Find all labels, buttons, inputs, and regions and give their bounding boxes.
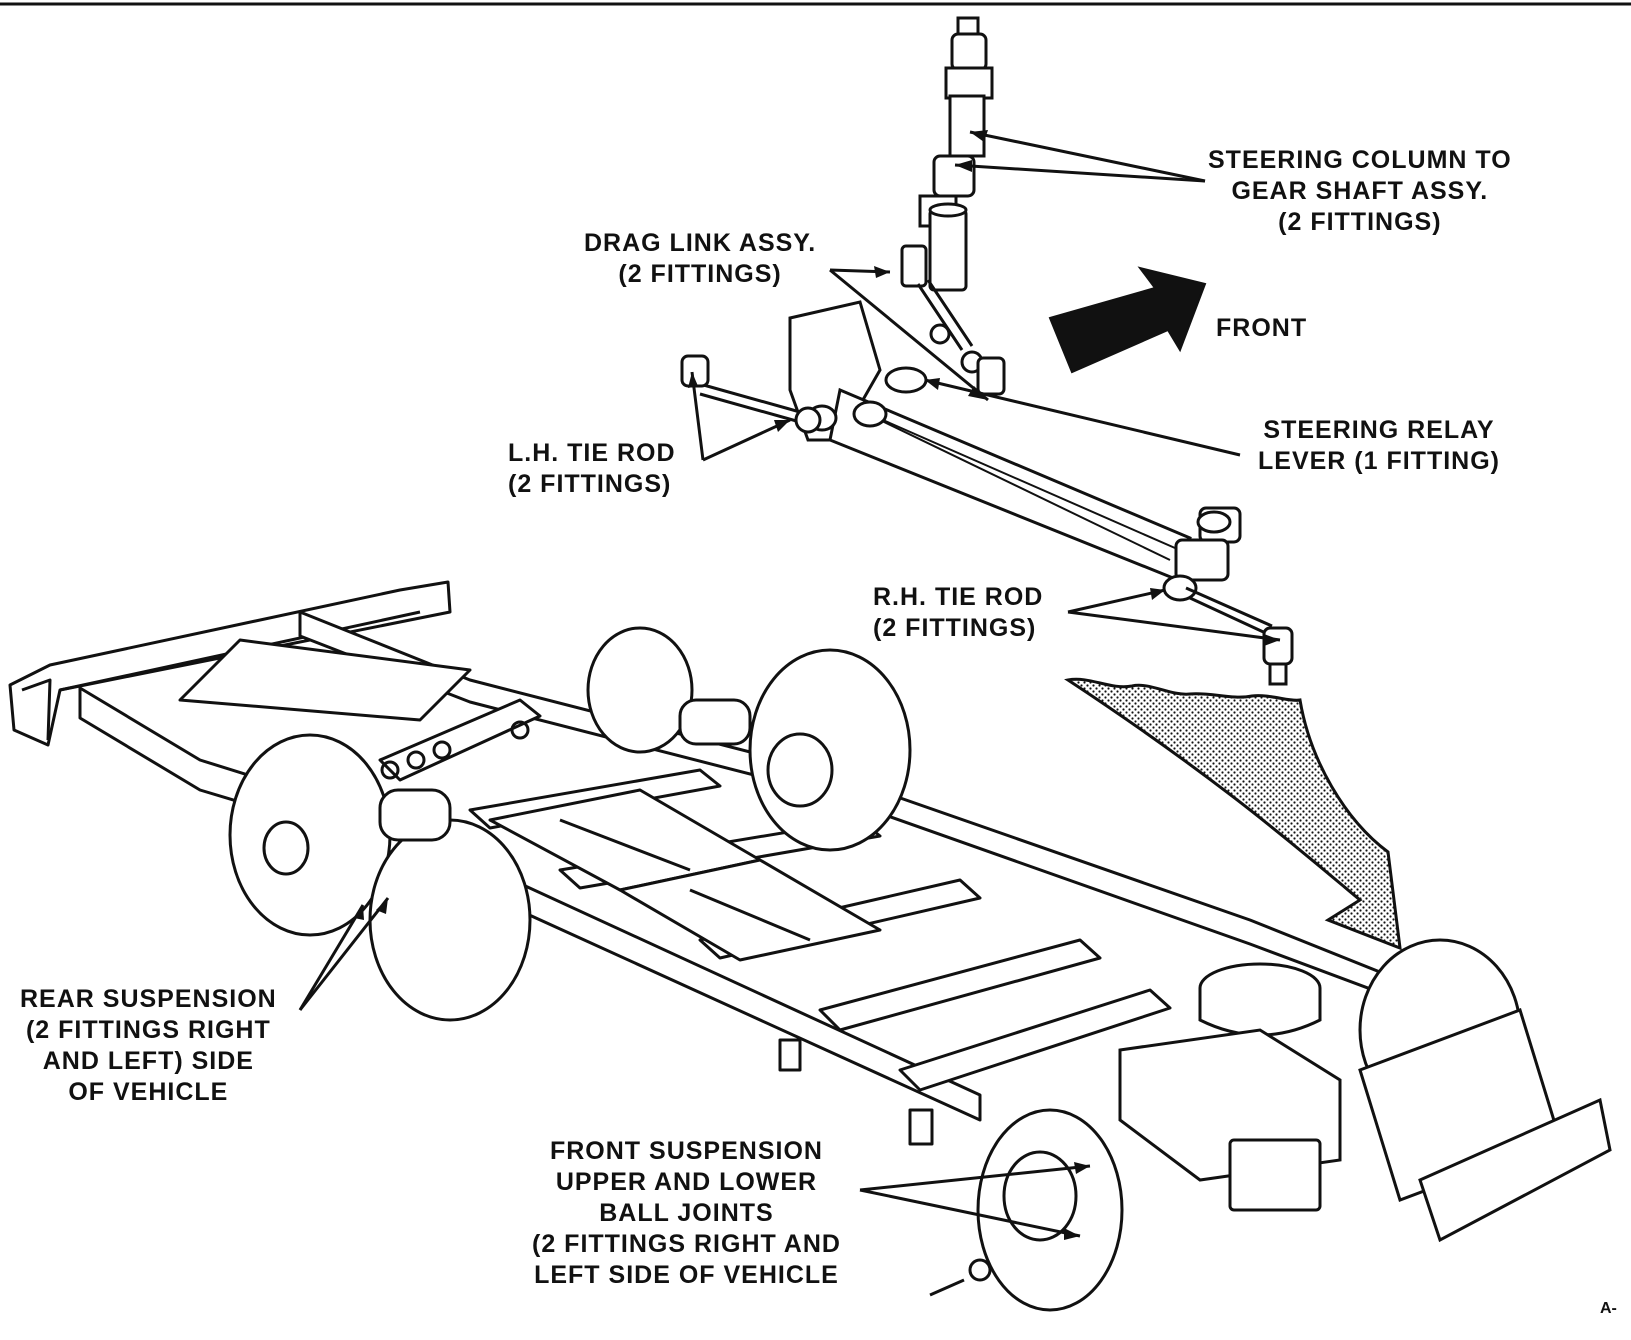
lh-tie-rod-label-line: L.H. TIE ROD: [508, 439, 676, 467]
steering-column-label-line: (2 FITTINGS): [1278, 208, 1442, 236]
steering-linkage-illustration: [680, 300, 1294, 686]
rear-suspension-label: REAR SUSPENSION (2 FITTINGS RIGHT AND LE…: [20, 984, 277, 1108]
steering-relay-label: STEERING RELAY LEVER (1 FITTING): [1258, 415, 1500, 477]
front-suspension-label-line: LEFT SIDE OF VEHICLE: [534, 1261, 839, 1289]
front-label-text: FRONT: [1216, 314, 1308, 342]
lh-tie-rod-label: L.H. TIE ROD (2 FITTINGS): [508, 438, 676, 500]
front-suspension-label-line: BALL JOINTS: [599, 1199, 774, 1227]
engine-front-illustration: [968, 938, 1612, 1312]
figure-reference: A-: [1600, 1300, 1617, 1317]
front-label: FRONT: [1216, 313, 1307, 344]
rh-tie-rod-label: R.H. TIE ROD (2 FITTINGS): [873, 582, 1043, 644]
drag-link-label-line: DRAG LINK ASSY.: [584, 229, 817, 257]
rear-suspension-label-line: REAR SUSPENSION: [20, 985, 277, 1013]
front-suspension-label-line: FRONT SUSPENSION: [549, 1137, 823, 1165]
rh-tie-rod-label-line: (2 FITTINGS): [873, 614, 1037, 642]
stippled-arrow-icon: [1064, 677, 1402, 951]
steering-column-label-line: GEAR SHAFT ASSY.: [1231, 177, 1489, 205]
rear-suspension-label-line: OF VEHICLE: [68, 1078, 229, 1106]
rh-tie-rod-label-line: R.H. TIE ROD: [873, 583, 1044, 611]
steering-column-illustration: [900, 16, 994, 292]
rear-wheels-illustration: [228, 626, 912, 1022]
front-suspension-label: FRONT SUSPENSION UPPER AND LOWER BALL JO…: [532, 1136, 841, 1291]
lh-tie-rod-label-line: (2 FITTINGS): [508, 470, 672, 498]
steering-column-label: STEERING COLUMN TO GEAR SHAFT ASSY. (2 F…: [1208, 145, 1512, 238]
front-suspension-label-line: UPPER AND LOWER: [555, 1168, 818, 1196]
front-suspension-label-line: (2 FITTINGS RIGHT AND: [532, 1230, 841, 1258]
rear-suspension-label-line: (2 FITTINGS RIGHT: [25, 1016, 271, 1044]
leader-arrowheads: [354, 130, 1280, 1240]
rear-suspension-label-line: AND LEFT) SIDE: [42, 1047, 254, 1075]
front-arrow-icon: [1048, 266, 1207, 374]
steering-relay-label-line: LEVER (1 FITTING): [1258, 447, 1500, 475]
steering-relay-label-line: STEERING RELAY: [1263, 416, 1495, 444]
drag-link-label: DRAG LINK ASSY. (2 FITTINGS): [584, 228, 816, 290]
drag-link-illustration: [916, 279, 1006, 396]
steering-column-label-line: STEERING COLUMN TO: [1208, 146, 1512, 174]
drag-link-label-line: (2 FITTINGS): [618, 260, 782, 288]
